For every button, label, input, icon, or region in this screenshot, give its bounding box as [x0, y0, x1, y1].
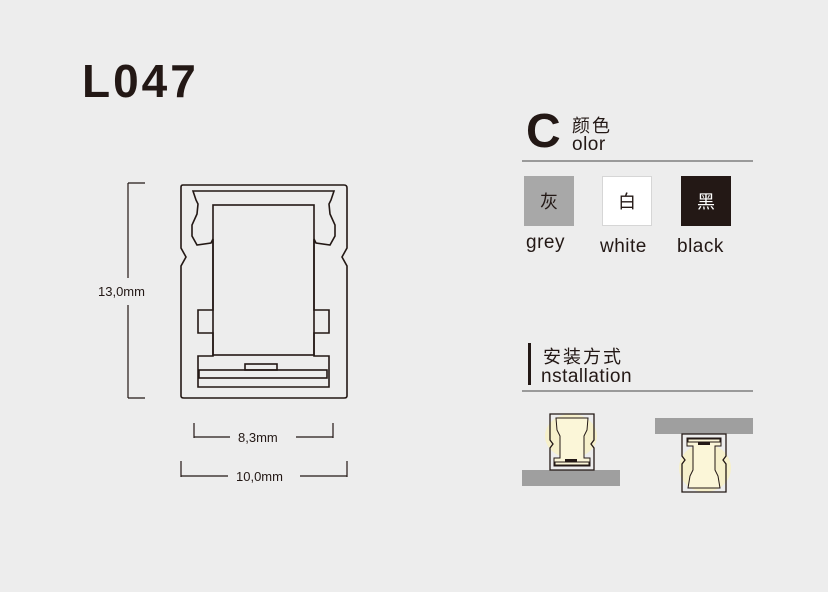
led-chip: [244, 363, 278, 371]
color-heading-letter: C: [526, 105, 561, 158]
profile-window: [212, 204, 315, 356]
install-ceiling-mount-illustration: [655, 418, 753, 493]
profile-outline: [180, 184, 348, 399]
outer-width-dimension-label: 10,0mm: [236, 469, 283, 484]
install-surface-mount-illustration: [522, 413, 620, 486]
swatch-grey-char: 灰: [540, 192, 558, 213]
swatch-black-char: 黑: [697, 192, 715, 213]
swatch-white-label: white: [600, 236, 647, 257]
swatch-white: 白: [602, 176, 652, 226]
led-strip: [198, 369, 328, 379]
swatch-black: 黑: [681, 176, 731, 226]
swatch-grey: 灰: [524, 176, 574, 226]
swatch-black-label: black: [677, 236, 724, 257]
installation-heading-bar: [528, 343, 531, 385]
swatch-grey-label: grey: [526, 232, 565, 253]
color-heading-cn: 颜色: [572, 116, 612, 137]
inner-width-dimension-label: 8,3mm: [238, 430, 278, 445]
height-dimension-label: 13,0mm: [98, 284, 145, 299]
installation-section-divider: [522, 390, 753, 392]
color-section-divider: [522, 160, 753, 162]
profile-inner: [191, 190, 336, 388]
installation-heading-cn: 安装方式: [543, 347, 623, 368]
color-heading-en: olor: [572, 134, 606, 155]
installation-heading-en: nstallation: [541, 366, 633, 387]
swatch-white-char: 白: [618, 192, 636, 213]
model-number: L047: [82, 55, 199, 107]
